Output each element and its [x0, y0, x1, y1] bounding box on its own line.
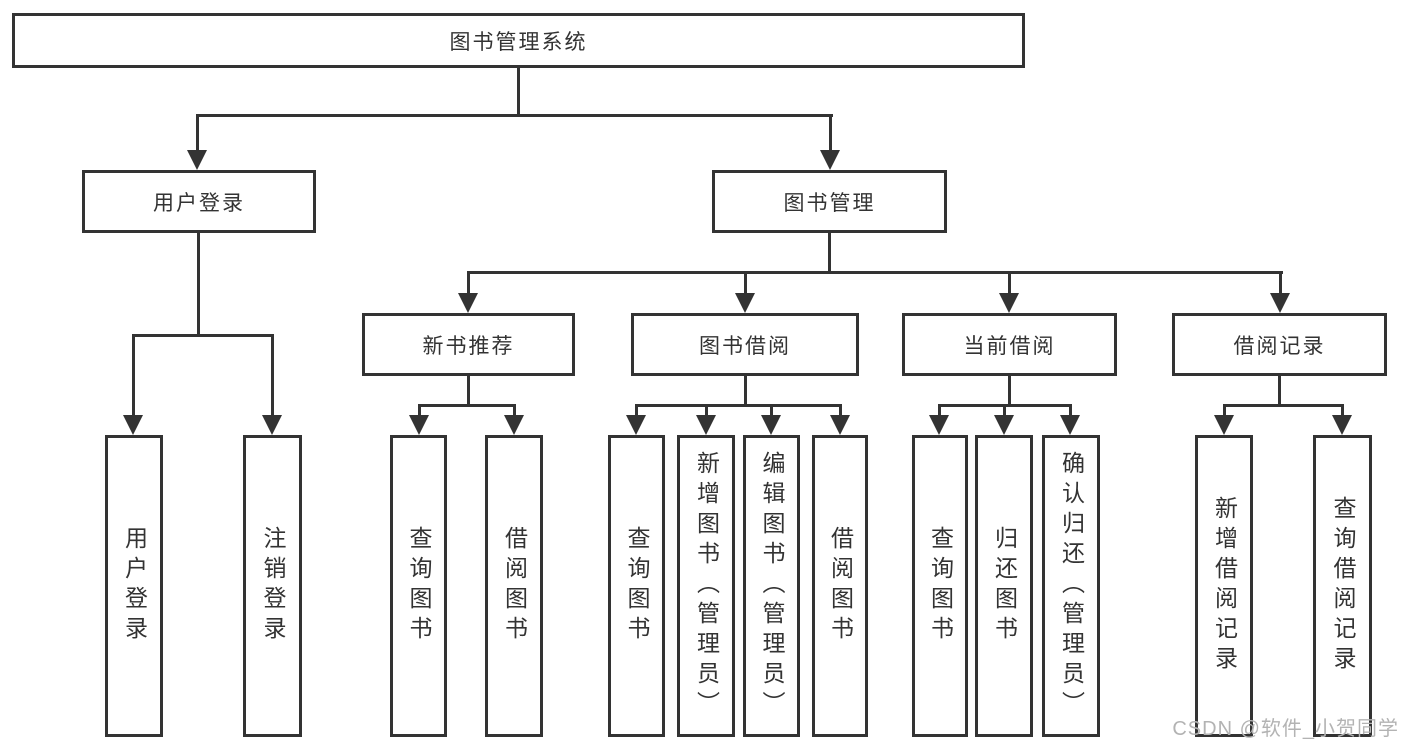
connector-line [839, 404, 842, 417]
node-label: 借阅图书 [501, 526, 528, 646]
arrow-down-icon [626, 415, 646, 435]
connector-line [196, 114, 199, 152]
node-borrowing-records: 借阅记录 [1172, 313, 1387, 376]
leaf-logout: 注销登录 [243, 435, 302, 737]
connector-line [1003, 404, 1006, 417]
leaf-confirm-return-admin: 确认归还（管理员） [1042, 435, 1100, 737]
node-label: 新增图书（管理员） [693, 451, 720, 721]
node-label: 图书管理系统 [449, 30, 588, 54]
connector-line [517, 68, 520, 117]
leaf-query-books-recommend: 查询图书 [390, 435, 447, 737]
arrow-down-icon [1270, 293, 1290, 313]
connector-line [467, 271, 470, 295]
arrow-down-icon [123, 415, 143, 435]
connector-line [271, 334, 274, 417]
connector-line [1223, 404, 1226, 417]
node-label: 用户登录 [153, 191, 245, 215]
arrow-down-icon [999, 293, 1019, 313]
connector-line [418, 404, 421, 417]
arrow-down-icon [504, 415, 524, 435]
csdn-watermark: CSDN @软件_小贺同学 [1172, 718, 1399, 740]
node-new-book-recommend: 新书推荐 [362, 313, 575, 376]
leaf-user-login: 用户登录 [105, 435, 163, 737]
leaf-add-borrow-record: 新增借阅记录 [1195, 435, 1253, 737]
node-current-borrowing: 当前借阅 [902, 313, 1117, 376]
connector-line [418, 404, 516, 407]
node-book-borrowing: 图书借阅 [631, 313, 859, 376]
node-label: 查询图书 [406, 526, 432, 646]
leaf-edit-books-admin: 编辑图书（管理员） [743, 435, 800, 737]
leaf-query-borrow-record: 查询借阅记录 [1313, 435, 1372, 737]
connector-line [744, 376, 747, 407]
connector-line [1008, 271, 1011, 295]
connector-line [132, 334, 274, 337]
connector-line [770, 404, 773, 417]
arrow-down-icon [761, 415, 781, 435]
node-label: 归还图书 [991, 526, 1018, 646]
arrow-down-icon [458, 293, 478, 313]
arrow-down-icon [1214, 415, 1234, 435]
node-label: 用户登录 [121, 526, 148, 646]
node-user-login: 用户登录 [82, 170, 316, 233]
connector-line [938, 404, 941, 417]
connector-line [1008, 376, 1011, 407]
leaf-borrow-books: 借阅图书 [812, 435, 868, 737]
connector-line [467, 271, 1283, 274]
node-label: 新增借阅记录 [1211, 496, 1238, 676]
connector-line [1279, 271, 1282, 295]
arrow-down-icon [187, 150, 207, 170]
connector-line [132, 334, 135, 417]
arrow-down-icon [1060, 415, 1080, 435]
node-label: 查询借阅记录 [1330, 496, 1356, 676]
arrow-down-icon [994, 415, 1014, 435]
node-label: 查询图书 [624, 526, 650, 646]
arrow-down-icon [820, 150, 840, 170]
arrow-down-icon [830, 415, 850, 435]
connector-line [829, 114, 832, 152]
arrow-down-icon [409, 415, 429, 435]
leaf-borrow-books-recommend: 借阅图书 [485, 435, 543, 737]
connector-line [467, 376, 470, 407]
node-label: 图书借阅 [699, 334, 791, 358]
node-label: 编辑图书（管理员） [759, 451, 785, 721]
arrow-down-icon [735, 293, 755, 313]
node-label: 图书管理 [783, 191, 876, 215]
node-label: 查询图书 [927, 526, 954, 646]
node-label: 借阅图书 [827, 526, 854, 646]
node-label: 注销登录 [260, 526, 286, 646]
connector-line [828, 233, 831, 274]
connector-line [705, 404, 708, 417]
leaf-query-books-current: 查询图书 [912, 435, 968, 737]
node-book-management: 图书管理 [712, 170, 947, 233]
arrow-down-icon [262, 415, 282, 435]
arrow-down-icon [696, 415, 716, 435]
node-label: 新书推荐 [422, 334, 515, 358]
connector-line [1223, 404, 1344, 407]
arrow-down-icon [1332, 415, 1352, 435]
connector-line [1341, 404, 1344, 417]
leaf-query-books-borrowing: 查询图书 [608, 435, 665, 737]
connector-line [1278, 376, 1281, 407]
connector-line [513, 404, 516, 417]
leaf-add-books-admin: 新增图书（管理员） [677, 435, 735, 737]
node-library-management-system: 图书管理系统 [12, 13, 1025, 68]
connector-line [744, 271, 747, 295]
leaf-return-books: 归还图书 [975, 435, 1033, 737]
connector-line [1069, 404, 1072, 417]
node-label: 当前借阅 [963, 334, 1056, 358]
connector-line [197, 233, 200, 337]
connector-line [196, 114, 833, 117]
node-label: 确认归还（管理员） [1058, 451, 1085, 721]
connector-line [635, 404, 842, 407]
arrow-down-icon [929, 415, 949, 435]
connector-line [635, 404, 638, 417]
node-label: 借阅记录 [1233, 334, 1326, 358]
